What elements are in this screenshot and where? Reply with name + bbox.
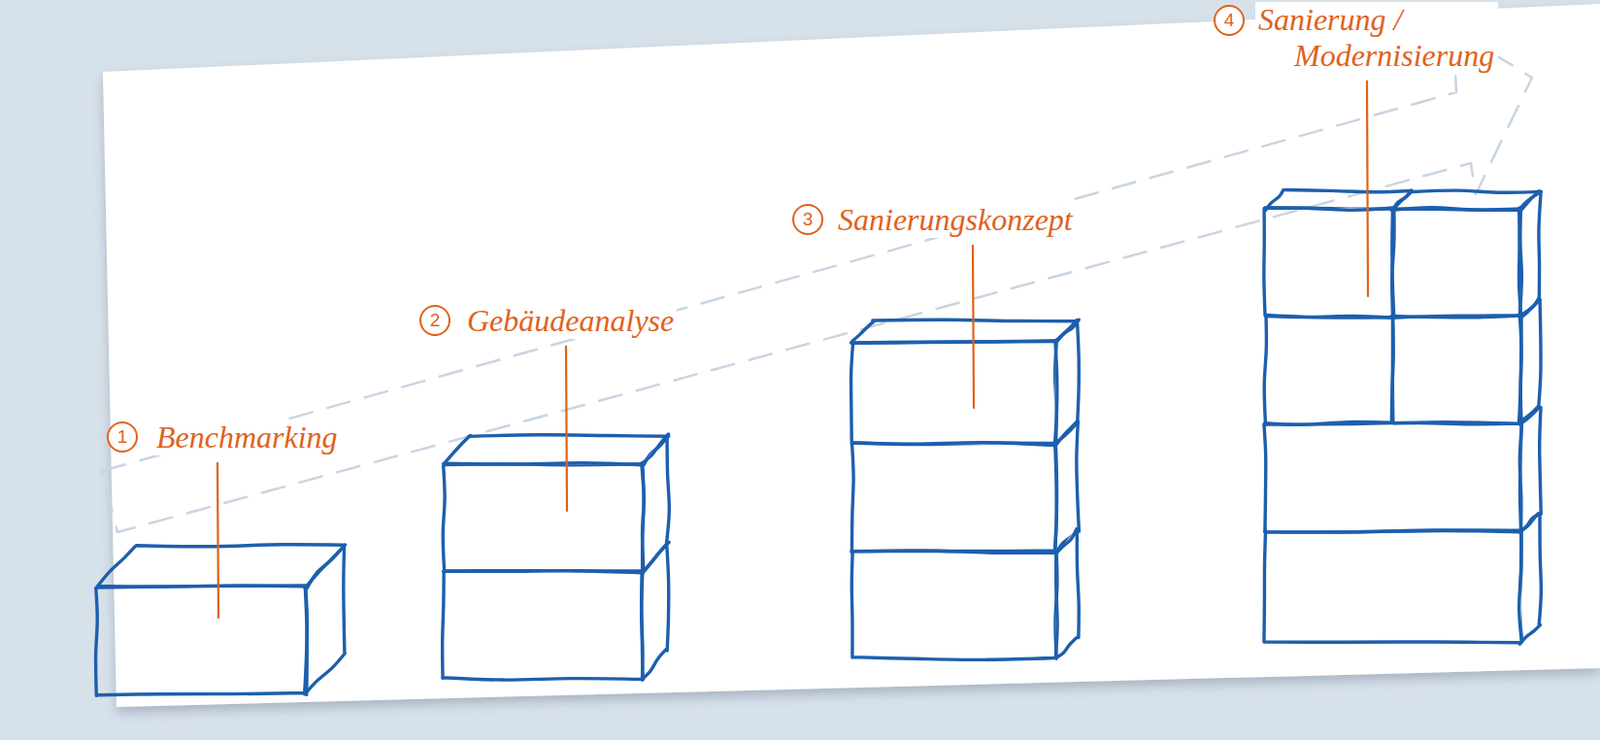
progress-arrow [101,29,1533,533]
paper-sheet [102,3,1600,707]
block-front [851,550,1058,660]
block-top [443,434,669,466]
block-stack [851,319,1080,660]
block-front [1391,315,1522,425]
leader-line [972,245,974,408]
step-label: Gebäudeanalyse [464,302,677,339]
leader-line [217,463,219,618]
block-stack [442,433,670,680]
block-side [641,433,670,572]
block-side [641,541,669,678]
block-side [1519,191,1541,318]
step-label: Benchmarking [153,419,341,456]
leader-line [566,346,567,511]
block-front [851,442,1057,553]
callout-number: 4 [1213,4,1245,36]
callout-number: 3 [792,203,824,235]
block-stack [1264,190,1541,645]
block-front [442,463,644,573]
block-front [1391,207,1522,318]
block-front [96,585,308,696]
block-front [442,570,644,681]
block-top [97,544,346,589]
step-label: Sanierungskonzept [834,201,1076,238]
callout-number: 1 [106,421,138,453]
block-stacks [96,190,1542,697]
block-stack [96,544,346,697]
block-front [1264,530,1523,643]
block-side [304,545,346,695]
callout-number: 2 [419,304,451,336]
block-front [1264,207,1395,318]
leader-line [1366,81,1368,297]
block-side [1519,512,1541,644]
step-label: Sanierung / Modernisierung [1255,1,1499,74]
block-front [1264,315,1394,426]
block-front [1264,422,1523,534]
block-front [851,340,1058,446]
leader-lines [217,81,1368,618]
